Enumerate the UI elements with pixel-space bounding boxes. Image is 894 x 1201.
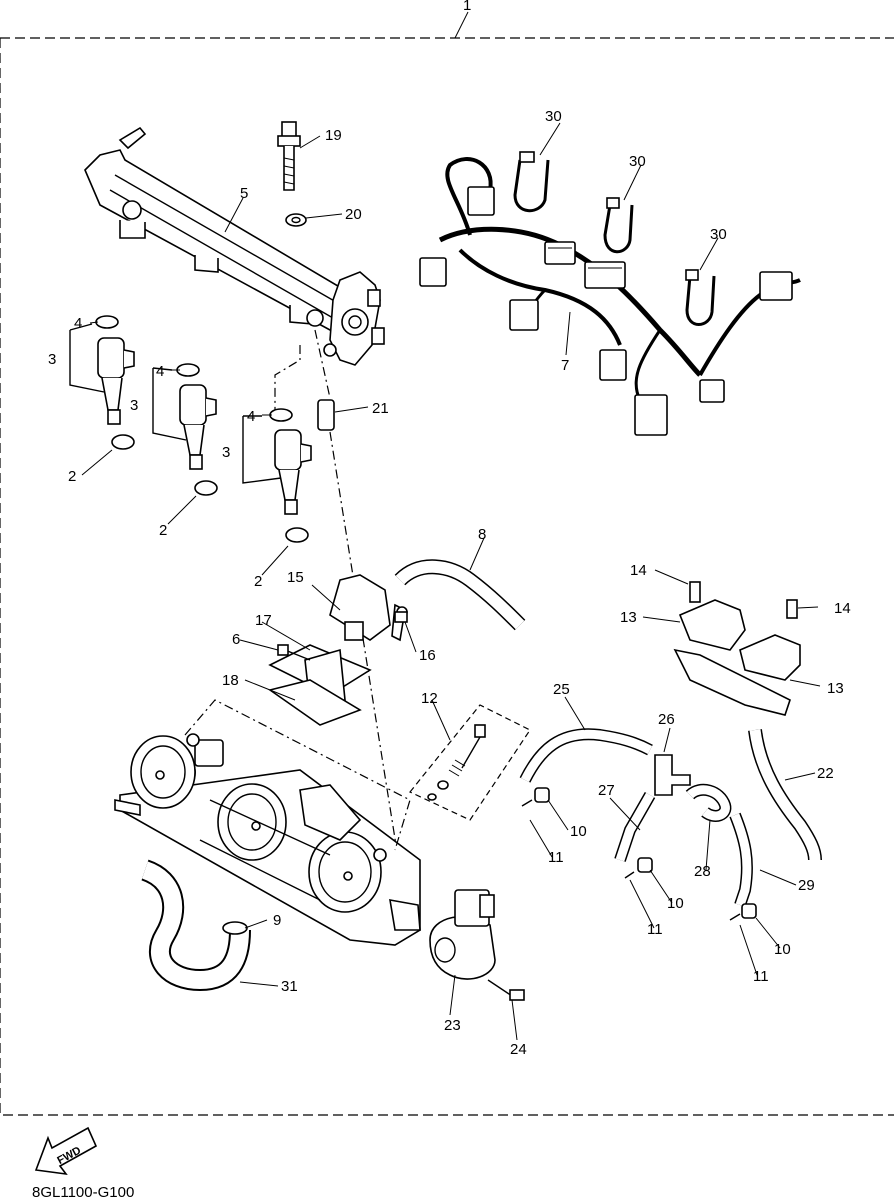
callout-2: 2 xyxy=(254,573,262,590)
callout-3: 3 xyxy=(222,444,230,461)
callout-30: 30 xyxy=(545,108,562,125)
callout-4: 4 xyxy=(247,408,255,425)
callout-4: 4 xyxy=(74,315,82,332)
callout-25: 25 xyxy=(553,681,570,698)
callout-14: 14 xyxy=(834,600,851,617)
callout-10: 10 xyxy=(667,895,684,912)
callout-20: 20 xyxy=(345,206,362,223)
callout-4: 4 xyxy=(156,363,164,380)
injector-brackets xyxy=(69,323,289,576)
leader-lines xyxy=(89,122,821,1041)
fwd-arrow-icon: FWD xyxy=(34,1126,98,1176)
callout-3: 3 xyxy=(48,351,56,368)
callout-10: 10 xyxy=(774,941,791,958)
callout-8: 8 xyxy=(478,526,486,543)
assembly-frame: 1 xyxy=(0,0,894,1116)
callout-30: 30 xyxy=(629,153,646,170)
injector-middle xyxy=(176,363,218,496)
injector-right xyxy=(269,408,312,543)
callout-9: 9 xyxy=(273,912,281,929)
hose-29 xyxy=(729,812,753,907)
callout-30: 30 xyxy=(710,226,727,243)
callout-18: 18 xyxy=(222,672,239,689)
callout-19: 19 xyxy=(325,127,342,144)
callout-5: 5 xyxy=(240,185,248,202)
callout-23: 23 xyxy=(444,1017,461,1034)
callout-13: 13 xyxy=(620,609,637,626)
hose-8 xyxy=(394,559,526,631)
hose-31 xyxy=(140,859,251,992)
callout-21: 21 xyxy=(372,400,389,417)
fuel-rail xyxy=(84,126,385,366)
hose-28 xyxy=(685,783,732,822)
harness-clamps xyxy=(513,151,716,326)
callout-22: 22 xyxy=(817,765,834,782)
callout-24: 24 xyxy=(510,1041,527,1058)
callout-26: 26 xyxy=(658,711,675,728)
callout-3: 3 xyxy=(130,397,138,414)
clips-and-caps xyxy=(222,787,757,935)
callout-17: 17 xyxy=(255,612,272,629)
callout-13: 13 xyxy=(827,680,844,697)
callout-11: 11 xyxy=(753,968,769,985)
assembly-number: 1 xyxy=(463,0,471,14)
callout-11: 11 xyxy=(548,849,564,866)
callout-10: 10 xyxy=(570,823,587,840)
diagram-code: 8GL1100-G100 xyxy=(32,1184,134,1201)
callout-6: 6 xyxy=(232,631,240,648)
callout-29: 29 xyxy=(798,877,815,894)
callout-31: 31 xyxy=(281,978,298,995)
wire-harness xyxy=(419,157,801,436)
hose-27 xyxy=(614,792,656,862)
callout-12: 12 xyxy=(421,690,438,707)
throttle-position-sensor xyxy=(429,889,525,1001)
callout-15: 15 xyxy=(287,569,304,586)
throttle-body xyxy=(114,699,421,946)
rail-screw-assembly xyxy=(274,121,401,871)
callout-2: 2 xyxy=(68,468,76,485)
gaskets xyxy=(268,644,372,726)
injector-left xyxy=(95,315,135,450)
callout-16: 16 xyxy=(419,647,436,664)
bolts xyxy=(394,611,408,623)
callouts: 2 2 2 3 3 3 4 4 4 5 6 7 8 9 10 10 10 11 … xyxy=(48,108,851,1058)
callout-27: 27 xyxy=(598,782,615,799)
brackets xyxy=(673,581,801,716)
callout-7: 7 xyxy=(561,357,569,374)
callout-14: 14 xyxy=(630,562,647,579)
hose-25 xyxy=(519,728,653,783)
callout-11: 11 xyxy=(647,921,663,938)
callout-28: 28 xyxy=(694,863,711,880)
hose-joint xyxy=(654,754,691,796)
hose-22 xyxy=(748,728,822,861)
callout-2: 2 xyxy=(159,522,167,539)
